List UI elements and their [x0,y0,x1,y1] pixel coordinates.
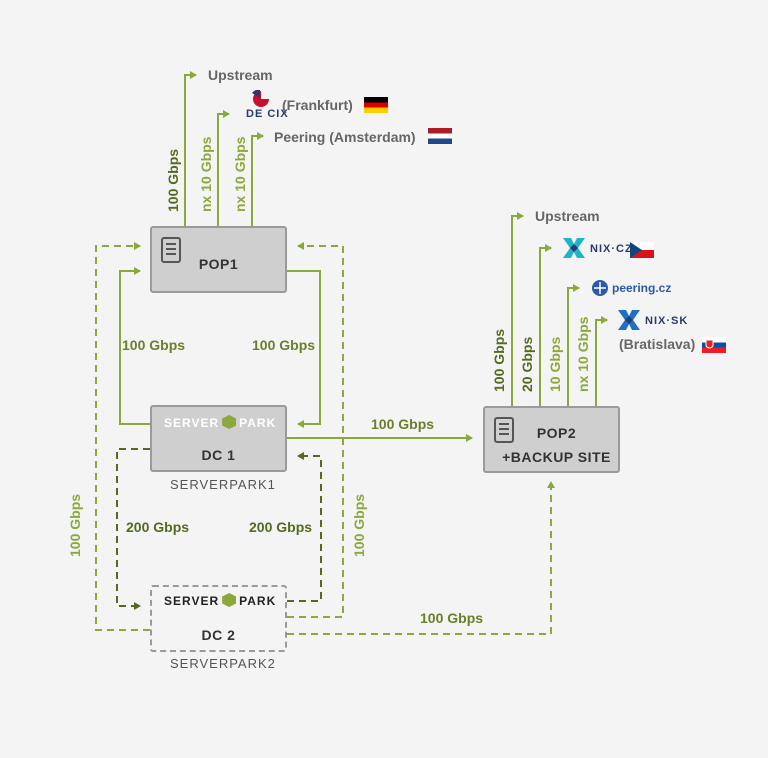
decix-logo-text: DE CIX [246,108,289,120]
netherlands-flag-icon [428,128,452,144]
pop1-upstream-label: Upstream [208,67,273,83]
pop1-dc1-right-link [287,270,321,428]
frankfurt-label: (Frankfurt) [282,97,353,113]
dc2-caption: SERVERPARK2 [170,656,276,671]
pop2-title-line1: POP2 [536,425,577,441]
nixsk-icon [618,310,640,330]
pop1-upstream-speed: 100 Gbps [165,148,181,212]
pop1-dc2-outer-right-speed: 100 Gbps [351,493,367,557]
pop1-upstream-link [184,71,197,226]
dc1-dc2-right-speed: 200 Gbps [249,519,313,535]
dc1-dc2-left-speed: 200 Gbps [126,519,190,535]
bratislava-label: (Bratislava) [619,336,696,352]
czech-flag-icon [630,242,654,258]
pop2-peeringcz-speed: 10 Gbps [547,336,563,392]
pop1-dc2-outer-left-link [95,242,150,631]
server-icon [161,237,181,263]
pop1-title: POP1 [198,256,239,272]
pop2-nixsk-speed: nx 10 Gbps [575,316,591,392]
dc1-dc2-right-link [287,452,322,602]
pop2-nixcz-speed: 20 Gbps [519,336,535,392]
pop1-dc2-outer-right-link [287,242,344,618]
dc1-pop2-speed: 100 Gbps [371,416,435,432]
pop2-upstream-label: Upstream [535,208,600,224]
pop1-dc1-left-link [119,267,150,425]
slovakia-flag-icon [702,337,726,353]
dc2-pop2-link [287,481,555,635]
nixcz-icon [563,238,585,258]
dc1-caption: SERVERPARK1 [170,477,276,492]
server-icon [494,417,514,443]
serverpark-hex-icon [222,593,237,607]
pop2-upstream-link [511,212,524,406]
pop1-dc2-outer-left-speed: 100 Gbps [67,493,83,557]
pop1-amsterdam-speed: nx 10 Gbps [232,136,248,212]
germany-flag-icon [364,97,388,113]
nixcz-logo-text: NIX·CZ [590,243,633,255]
pop1-dc1-right-speed: 100 Gbps [252,337,316,353]
dc1-dc2-left-link [116,448,150,610]
pop1-decix-link [217,110,230,226]
pop2-title-line2: +BACKUP SITE [502,449,611,465]
dc2-title: DC 2 [201,627,236,643]
dc2-pop2-speed: 100 Gbps [420,610,484,626]
pop2-nixsk-link [595,316,608,406]
nixsk-logo-text: NIX·SK [645,315,689,327]
pop2-upstream-speed: 100 Gbps [491,328,507,392]
pop2-nixcz-link [539,244,552,406]
peeringcz-icon [592,280,608,296]
pop1-dc1-left-speed: 100 Gbps [122,337,186,353]
pop2-node[interactable]: POP2 +BACKUP SITE [483,406,620,473]
peering-amsterdam-label: Peering (Amsterdam) [274,129,416,145]
decix-icon [252,90,269,107]
serverpark-hex-icon [222,415,237,429]
peeringcz-logo-text: peering.cz [612,281,672,295]
pop1-decix-speed: nx 10 Gbps [198,136,214,212]
pop1-node[interactable]: POP1 [150,226,287,293]
pop2-peeringcz-link [567,284,580,406]
dc1-title: DC 1 [201,447,236,463]
pop1-amsterdam-link [251,132,264,226]
